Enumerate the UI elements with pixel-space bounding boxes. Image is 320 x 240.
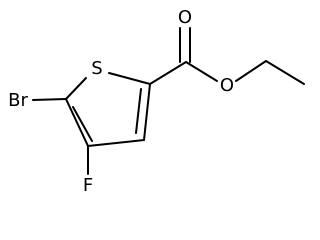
bond-c4-c3 bbox=[87, 139, 145, 147]
bond-c5-c4 bbox=[65, 98, 89, 147]
bond-c5-br bbox=[32, 98, 67, 101]
molecule-structure-diagram: S O O Br F bbox=[8, 7, 305, 196]
bond-c2-s bbox=[108, 72, 151, 85]
bond-ch2-ch3 bbox=[265, 60, 305, 85]
bond-ester-o-ch2 bbox=[235, 60, 267, 82]
bond-s-c5 bbox=[65, 77, 87, 100]
bond-c2-carbonyl-c bbox=[149, 61, 187, 85]
atom-label-fluorine: F bbox=[83, 175, 93, 196]
bond-carbonyl-c-ester-o bbox=[185, 61, 218, 82]
bond-c3-c2-inner bbox=[135, 88, 142, 134]
atom-label-oxygen-carbonyl: O bbox=[178, 7, 192, 28]
bond-c5-c4-inner bbox=[72, 106, 93, 142]
atom-label-sulfur: S bbox=[91, 58, 102, 79]
atom-label-oxygen-ester: O bbox=[220, 75, 234, 96]
bond-c3-c2 bbox=[143, 83, 151, 141]
atom-label-bromine: Br bbox=[8, 90, 28, 111]
